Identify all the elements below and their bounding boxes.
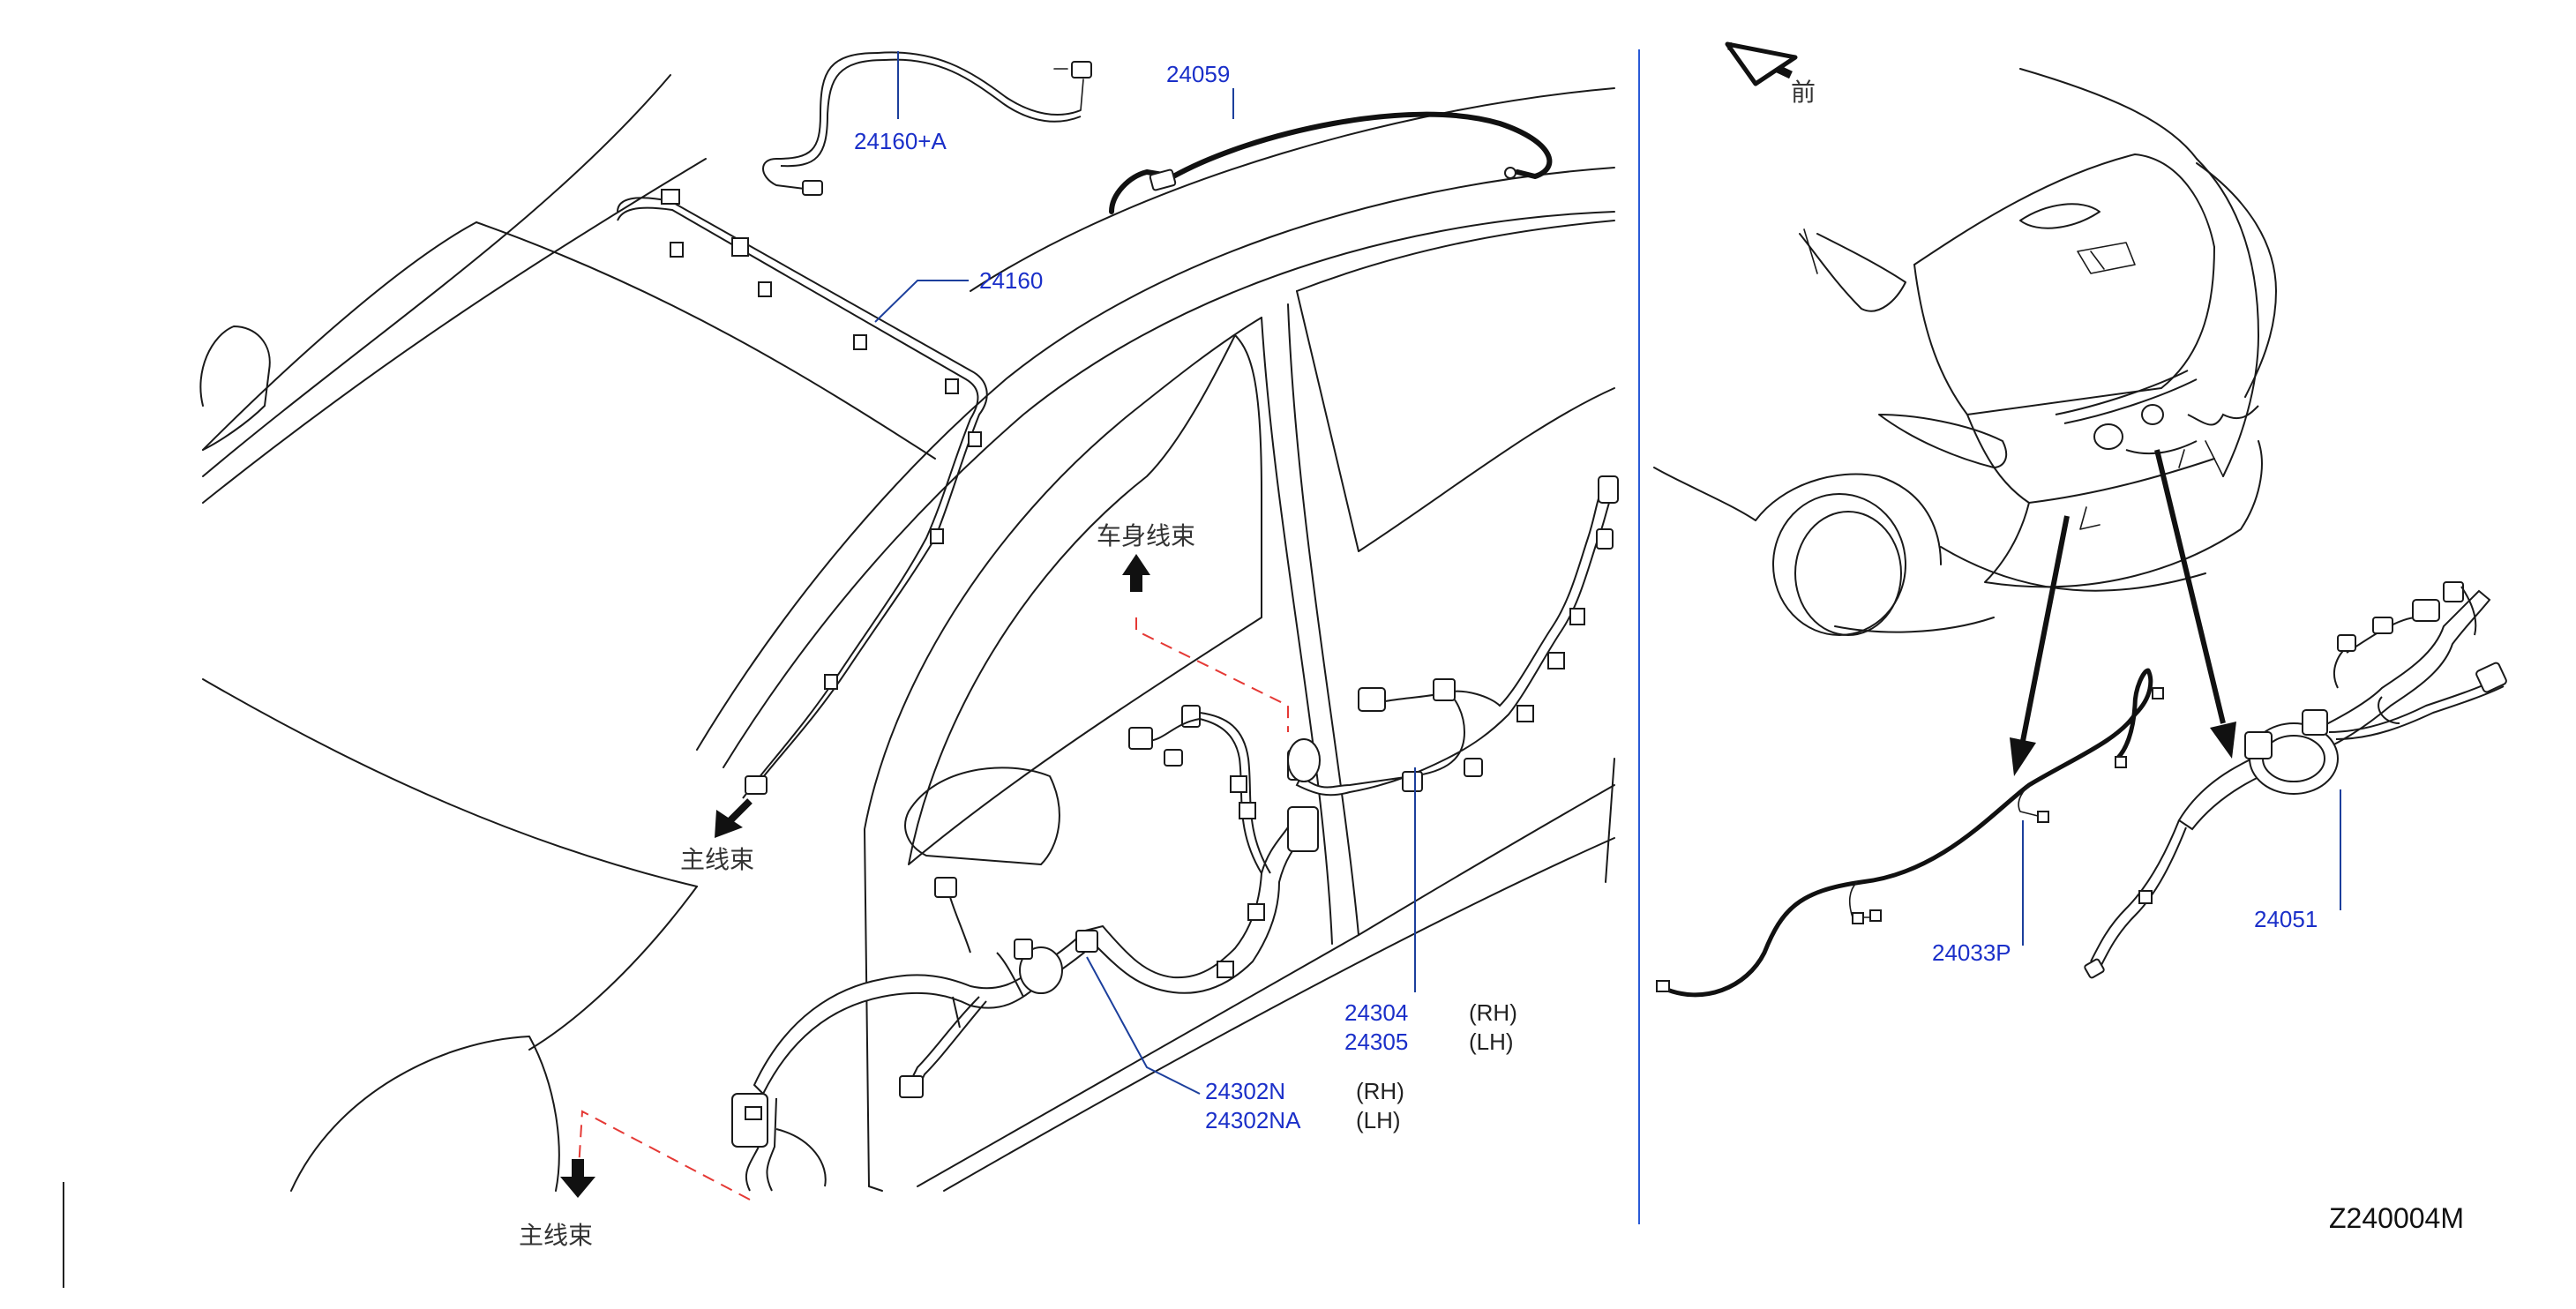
cable-24059	[1109, 111, 1553, 214]
part-number-24059: 24059	[1166, 61, 1230, 87]
cable-24033P	[1656, 668, 2164, 998]
part-number-24304: 24304	[1344, 999, 1408, 1026]
arrow-main-harness-upper	[715, 798, 753, 838]
part-number-24302N: 24302N	[1205, 1078, 1285, 1104]
label-front: 前	[1791, 78, 1816, 107]
body-harness-routing	[1122, 554, 1289, 732]
label-body-harness: 车身线束	[1097, 521, 1195, 550]
pointer-arrows-right	[2010, 449, 2236, 776]
part-number-24305: 24305	[1344, 1028, 1408, 1055]
car-rear-outline	[1653, 68, 2277, 636]
part-number-24302NA: 24302NA	[1205, 1107, 1301, 1133]
car-side-outline	[199, 74, 1615, 1192]
side-24304: (RH)	[1469, 999, 1517, 1026]
reference-code: Z240004M	[2329, 1202, 2464, 1234]
harness-24160	[617, 189, 988, 799]
label-main-harness-upper: 主线束	[680, 845, 754, 874]
side-24305: (LH)	[1469, 1028, 1514, 1055]
harness-24051	[2084, 581, 2507, 979]
side-24302NA: (LH)	[1356, 1107, 1401, 1133]
label-main-harness-lower: 主线束	[519, 1221, 593, 1250]
part-number-24160A: 24160+A	[854, 128, 947, 154]
harness-24304	[1287, 475, 1619, 797]
leader-lines-left	[874, 51, 1416, 1095]
harness-24160A	[762, 51, 1092, 196]
harness-24302N	[731, 705, 1319, 1192]
side-24302N: (RH)	[1356, 1078, 1404, 1104]
part-number-24051: 24051	[2254, 906, 2318, 932]
part-number-24033P: 24033P	[1932, 939, 2011, 966]
main-harness-routing-lower	[560, 1110, 751, 1201]
front-direction-arrow	[1725, 41, 1798, 86]
leader-lines-right	[2022, 789, 2341, 946]
labels: 24160+A 24059 24160 车身线束 主线束 主线束 24304 (…	[519, 61, 2464, 1250]
part-number-24160: 24160	[979, 267, 1043, 294]
